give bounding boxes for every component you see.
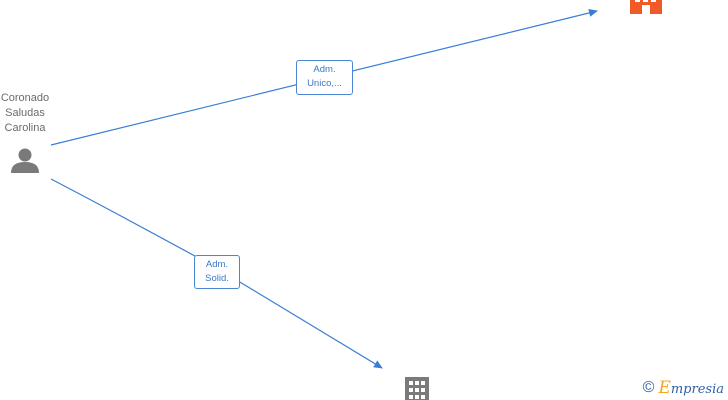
brand-rest: mpresia bbox=[670, 382, 724, 397]
building-icon[interactable] bbox=[630, 0, 662, 14]
person-name-line: Saludas bbox=[5, 107, 45, 119]
person-name-line: Carolina bbox=[4, 122, 46, 134]
person-name-line: Coronado bbox=[0, 92, 50, 104]
brand-name: Empresia bbox=[658, 378, 724, 398]
edge-label-line: Unico,... bbox=[307, 78, 342, 89]
edge-label-line: Adm. bbox=[205, 259, 229, 270]
edge-label-line: Solid. bbox=[205, 273, 229, 284]
empresia-watermark[interactable]: © Empresia bbox=[643, 378, 724, 398]
edge-label-admin-solid[interactable]: Adm. Solid. bbox=[194, 255, 240, 289]
edge-label-admin-unico[interactable]: Adm. Unico,... bbox=[296, 60, 353, 95]
brand-initial: E bbox=[658, 378, 671, 398]
person-name-label[interactable]: Coronado Saludas Carolina bbox=[0, 91, 53, 136]
building-icon[interactable] bbox=[405, 377, 429, 400]
copyright-symbol: © bbox=[642, 379, 655, 396]
edge-label-line: Adm. bbox=[313, 64, 336, 75]
person-icon[interactable] bbox=[11, 148, 39, 174]
